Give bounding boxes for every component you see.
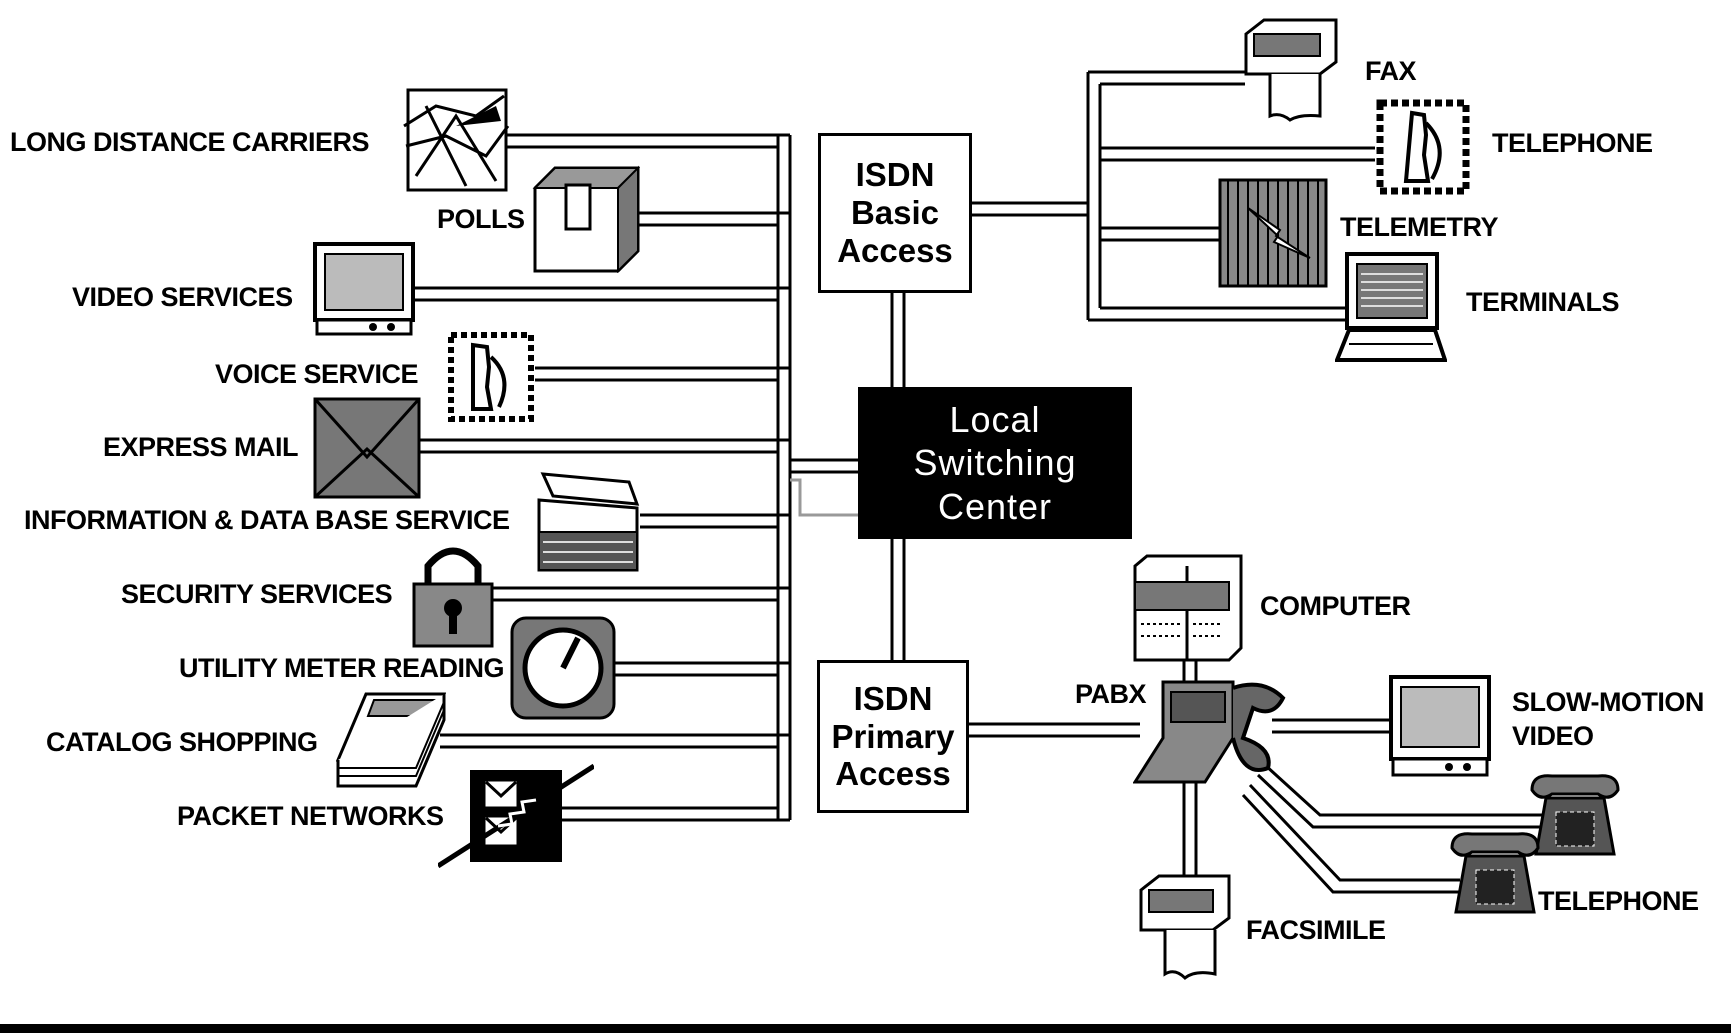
device-telephone-primary-label: TELEPHONE	[1538, 888, 1699, 915]
isdn-basic-access-box: ISDN Basic Access	[818, 133, 972, 293]
primary-access-line3: Access	[835, 755, 951, 793]
basic-access-line3: Access	[837, 232, 953, 270]
pabx-icon	[1133, 678, 1293, 784]
fax-icon	[1240, 16, 1340, 126]
center-line2: Switching	[913, 441, 1076, 484]
service-information-database: INFORMATION & DATA BASE SERVICE	[24, 507, 510, 534]
service-voice-service: VOICE SERVICE	[215, 361, 418, 388]
desk-phone-icon	[1528, 772, 1622, 858]
service-packet-networks: PACKET NETWORKS	[177, 803, 444, 830]
map-icon	[396, 86, 512, 196]
device-telephone-label: TELEPHONE	[1492, 130, 1653, 157]
catalog-icon	[336, 690, 446, 794]
isdn-primary-access-box: ISDN Primary Access	[817, 660, 969, 813]
primary-access-line1: ISDN	[854, 680, 933, 718]
meter-icon	[510, 616, 616, 720]
device-computer-label: COMPUTER	[1260, 593, 1411, 620]
padlock-icon	[410, 540, 496, 648]
desk-phone-icon	[1448, 830, 1542, 916]
service-catalog-shopping: CATALOG SHOPPING	[46, 729, 318, 756]
basic-access-line1: ISDN	[856, 156, 935, 194]
service-security-services: SECURITY SERVICES	[121, 581, 392, 608]
device-slow-motion-label: SLOW-MOTION	[1512, 689, 1704, 716]
computer-icon	[1133, 554, 1243, 662]
envelope-icon	[313, 397, 421, 499]
bottom-rule	[0, 1024, 1731, 1033]
telephone-stamp-icon	[1372, 95, 1474, 199]
packet-network-icon	[438, 762, 594, 868]
local-switching-center: Local Switching Center	[858, 387, 1132, 539]
basic-access-line2: Basic	[851, 194, 939, 232]
facsimile-icon	[1135, 872, 1233, 982]
ballot-box-icon	[530, 163, 640, 273]
device-facsimile-label: FACSIMILE	[1246, 917, 1386, 944]
device-fax-label: FAX	[1365, 58, 1416, 85]
phone-stamp-icon	[443, 327, 539, 427]
device-telemetry-label: TELEMETRY	[1340, 214, 1498, 241]
primary-access-line2: Primary	[832, 718, 955, 756]
center-line3: Center	[938, 485, 1052, 528]
documents-icon	[533, 470, 643, 574]
service-video-services: VIDEO SERVICES	[72, 284, 293, 311]
device-terminals-label: TERMINALS	[1466, 289, 1619, 316]
terminal-icon	[1335, 252, 1447, 364]
telemetry-icon	[1218, 178, 1328, 288]
service-long-distance-carriers: LONG DISTANCE CARRIERS	[10, 129, 369, 156]
service-polls: POLLS	[437, 206, 525, 233]
device-video-label: VIDEO	[1512, 723, 1594, 750]
center-line1: Local	[949, 398, 1040, 441]
monitor-icon	[311, 240, 417, 338]
video-monitor-icon	[1387, 673, 1493, 783]
service-utility-meter-reading: UTILITY METER READING	[179, 655, 504, 682]
service-express-mail: EXPRESS MAIL	[103, 434, 298, 461]
